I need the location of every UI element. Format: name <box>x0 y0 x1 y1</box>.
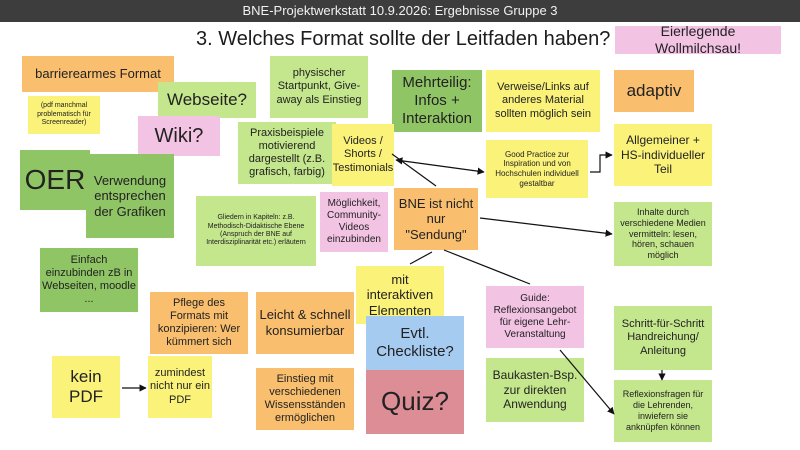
note-verweise-links[interactable]: Verweise/Links auf anderes Material soll… <box>486 70 600 132</box>
note-verwendung-grafiken[interactable]: Verwendung entsprechen der Grafiken <box>86 154 174 238</box>
arrow-videos-bne <box>391 153 437 187</box>
note-zumindest-nicht-nur-pdf[interactable]: zumindest nicht nur ein PDF <box>148 356 212 418</box>
arrow-goodpractice-allgemeiner <box>590 151 613 173</box>
note-videos-shorts[interactable]: Videos / Shorts / Testimonials <box>332 124 394 186</box>
note-pdf-problematisch[interactable]: (pdf manchmal problematisch für Screenre… <box>28 96 100 134</box>
note-oer[interactable]: OER <box>20 150 90 210</box>
window-title-bar: BNE-Projektwerkstatt 10.9.2026: Ergebnis… <box>0 0 800 22</box>
note-mehrteilig[interactable]: Mehrteilig: Infos + Interaktion <box>392 70 482 132</box>
note-eierlegende-wollmilchsau[interactable]: Eierlegende Wollmilchsau! <box>615 26 781 54</box>
note-wiki[interactable]: Wiki? <box>138 116 220 156</box>
note-praxisbeispiele[interactable]: Praxisbeispiele motivierend dargestellt … <box>238 122 336 184</box>
note-schritt-fuer-schritt[interactable]: Schritt-für-Schritt Handreichung/ Anleit… <box>614 306 712 370</box>
arrow-guide-reflexion <box>559 349 615 415</box>
note-evtl-checkliste[interactable]: Evtl. Checkliste? <box>366 316 464 370</box>
note-gliedern-kapiteln[interactable]: Gliedern in Kapiteln: z.B. Methodisch-Di… <box>196 196 316 266</box>
arrow-videos-goodpractice <box>395 157 485 175</box>
board-heading: 3. Welches Format sollte der Leitfaden h… <box>196 28 611 50</box>
note-community-videos[interactable]: Möglichkeit, Community-Videos einzubinde… <box>320 192 388 252</box>
note-baukasten[interactable]: Baukasten-Bsp. zur direkten Anwendung <box>486 358 584 422</box>
note-quiz[interactable]: Quiz? <box>366 370 464 434</box>
arrow-bne-inhalte <box>479 217 613 237</box>
note-reflexionsfragen[interactable]: Reflexionsfragen für die Lehrenden, inwi… <box>614 380 712 442</box>
note-bne-nicht-nur-sendung[interactable]: BNE ist nicht nur "Sendung" <box>394 188 478 250</box>
note-kein-pdf[interactable]: kein PDF <box>52 356 120 418</box>
note-leicht-schnell[interactable]: Leicht & schnell konsumierbar <box>256 292 354 354</box>
note-good-practice[interactable]: Good Practice zur Inspiration und von Ho… <box>486 140 588 198</box>
note-barrierearmes-format[interactable]: barrierearmes Format <box>22 56 174 92</box>
note-guide-reflexionsangebot[interactable]: Guide: Reflexionsangebot für eigene Lehr… <box>486 286 584 348</box>
note-pflege-des-formats[interactable]: Pflege des Formats mit konzipieren: Wer … <box>150 292 248 354</box>
arrow-bne-guide <box>443 249 531 285</box>
arrow-bne-interaktiv <box>409 251 433 265</box>
note-allgemeiner-hs-teil[interactable]: Allgemeiner + HS-individueller Teil <box>614 124 712 186</box>
note-adaptiv[interactable]: adaptiv <box>614 70 694 112</box>
note-physischer-startpunkt[interactable]: physischer Startpunkt, Give-away als Ein… <box>270 56 368 118</box>
note-einstieg-wissensstaende[interactable]: Einstieg mit verschiedenen Wissensstände… <box>256 368 354 430</box>
note-webseite[interactable]: Webseite? <box>158 82 256 118</box>
note-interaktive-elemente[interactable]: mit interaktiven Elementen <box>356 266 444 324</box>
note-inhalte-medien[interactable]: Inhalte durch verschiedene Medien vermit… <box>614 202 712 266</box>
note-einfach-einzubinden[interactable]: Einfach einzubinden zB in Webseiten, moo… <box>40 248 138 312</box>
